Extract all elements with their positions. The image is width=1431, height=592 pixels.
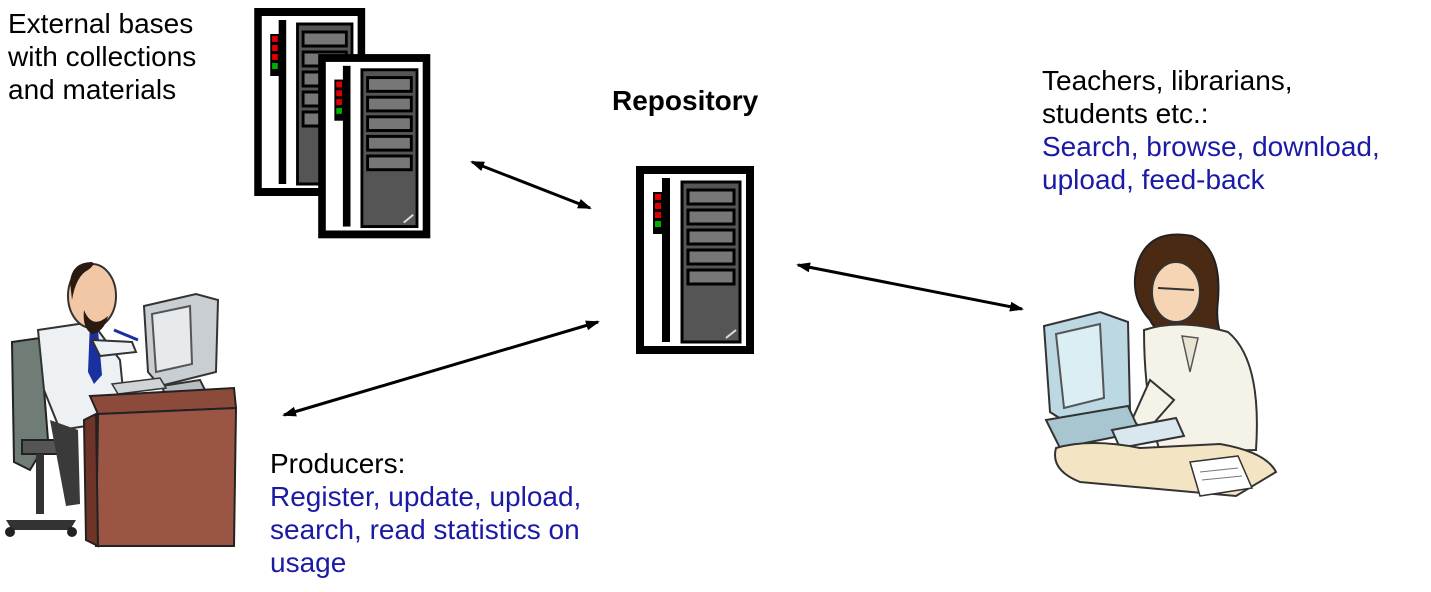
arrow-external-repository [470, 160, 592, 210]
users-description: Teachers, librarians, students etc.: Sea… [1042, 64, 1431, 196]
arrow-producers-repository [282, 320, 600, 417]
users-action-line: Search, browse, download, [1042, 131, 1380, 162]
woman-at-computer-icon [1042, 233, 1278, 498]
users-heading-line: Teachers, librarians, [1042, 65, 1293, 96]
users-heading-line: students etc.: [1042, 98, 1209, 129]
external-bases-label: External bases with collections and mate… [8, 7, 248, 106]
producers-action-line: usage [270, 547, 347, 578]
producers-description: Producers: Register, update, upload, sea… [270, 447, 650, 579]
external-line: External bases [8, 8, 194, 39]
users-action-line: upload, feed-back [1042, 164, 1265, 195]
producers-heading: Producers: [270, 448, 406, 479]
external-server-icon-front [322, 58, 427, 234]
producers-action-line: Register, update, upload, [270, 481, 582, 512]
producers-action-line: search, read statistics on [270, 514, 580, 545]
arrow-repository-users [796, 262, 1024, 312]
external-line: with collections [8, 41, 197, 72]
repository-server-icon [640, 170, 750, 350]
man-at-desk-icon [5, 262, 238, 548]
repository-title: Repository [612, 85, 759, 116]
external-line: and materials [8, 74, 177, 105]
